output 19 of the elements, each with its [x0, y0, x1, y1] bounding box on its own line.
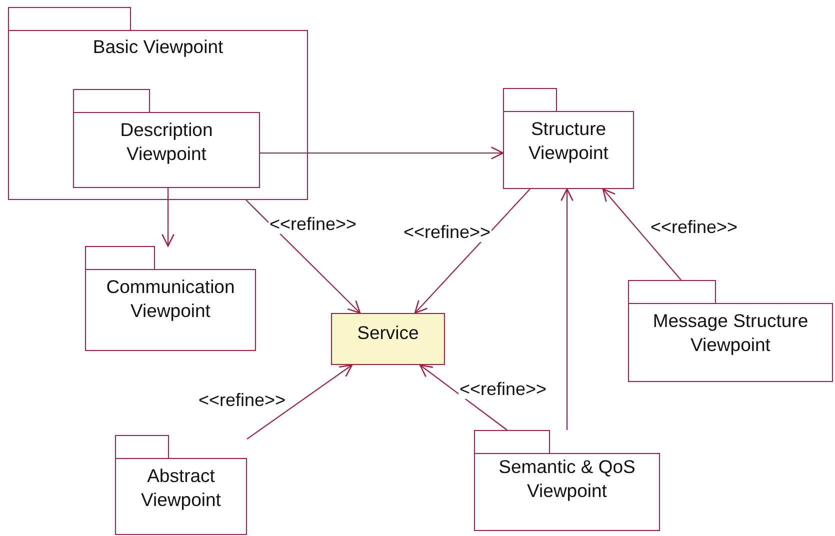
package-name: Structure Viewpoint — [528, 117, 610, 165]
edge-label: <<refine>> — [402, 222, 492, 242]
edge-label: <<refine>> — [458, 379, 548, 399]
arrow — [246, 364, 353, 440]
arrow — [419, 364, 508, 430]
arrow — [162, 188, 174, 247]
package-name: Semantic & QoS Viewpoint — [498, 455, 636, 503]
package-name: Communication Viewpoint — [105, 275, 236, 323]
arrow — [602, 188, 682, 280]
package-name: Service — [357, 321, 419, 345]
arrow — [414, 188, 530, 314]
package-name: Message Structure Viewpoint — [652, 309, 810, 357]
arrow — [246, 200, 361, 314]
arrow — [260, 146, 504, 160]
edge-label: <<refine>> — [268, 214, 358, 234]
arrow — [560, 188, 574, 430]
package-name: Abstract Viewpoint — [140, 464, 222, 512]
package-name: Basic Viewpoint — [92, 35, 224, 59]
package-name: Description Viewpoint — [119, 118, 214, 166]
